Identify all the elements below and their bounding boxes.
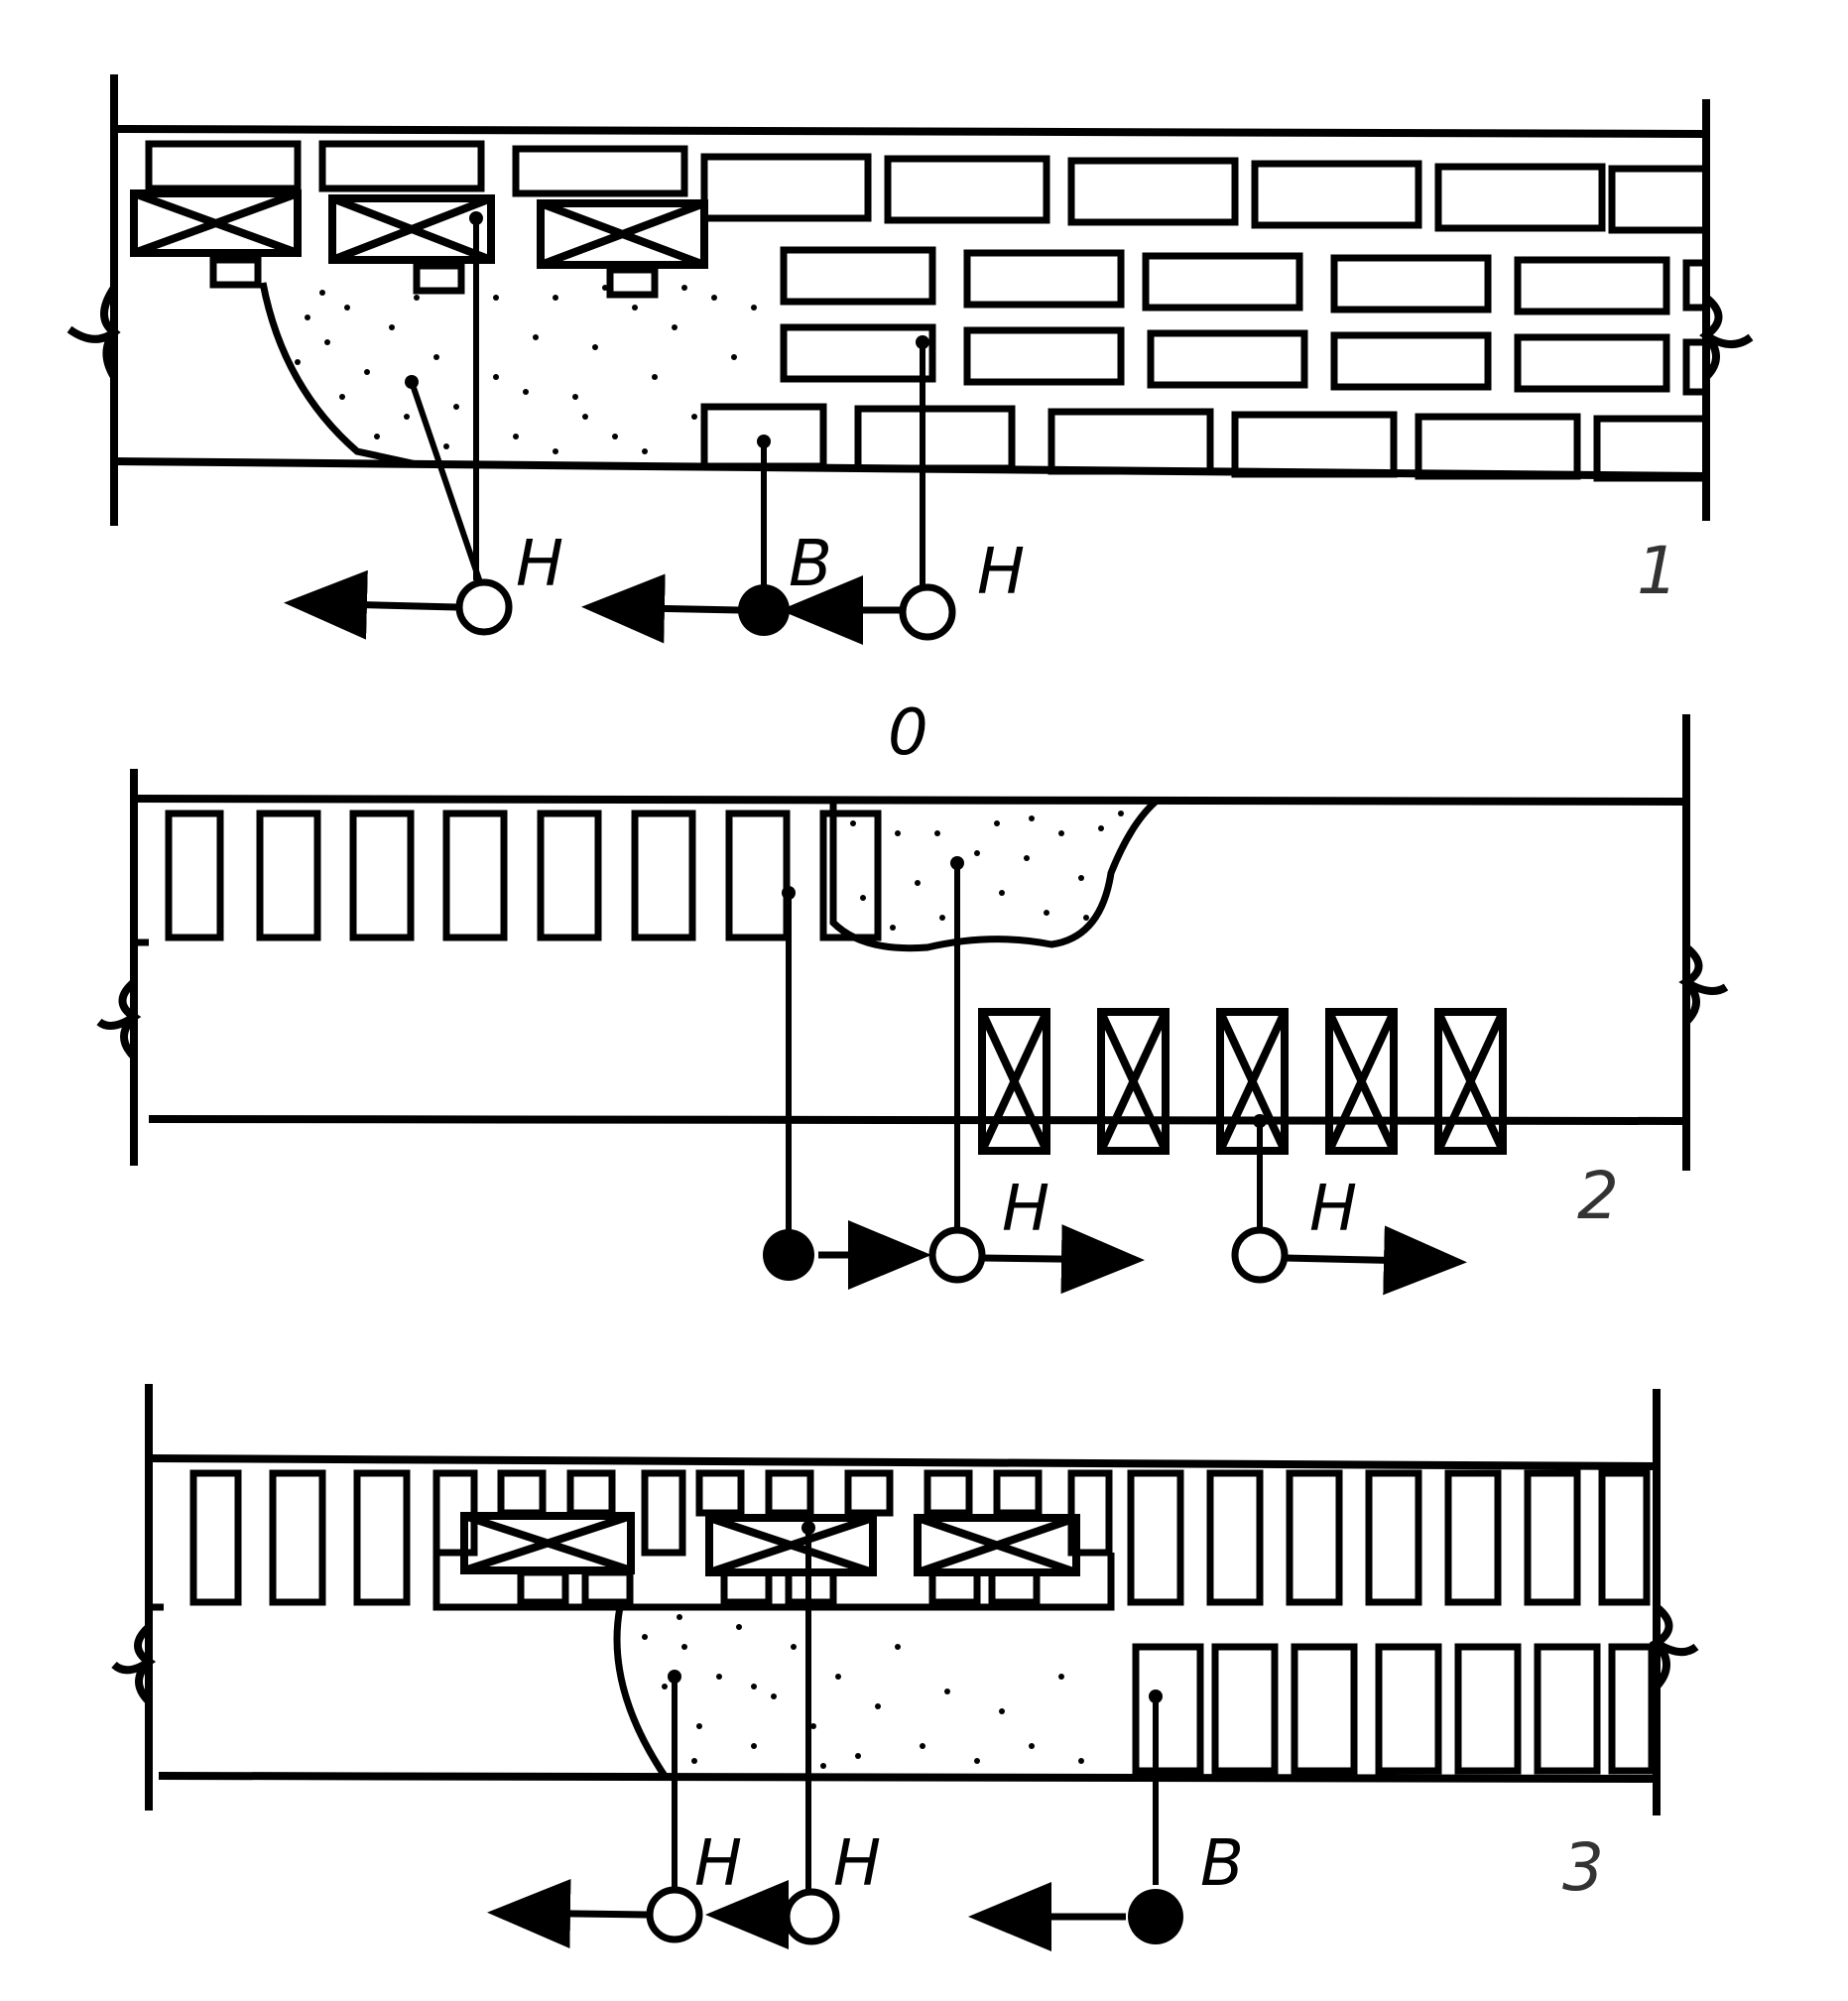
- panel-3-leaders: [672, 1528, 1159, 1890]
- panel-3-top-line: [148, 1454, 1658, 1470]
- panel-3-open-node-2: [783, 1888, 840, 1945]
- panel-3-bottom-line: [158, 1772, 1658, 1783]
- panel-2-bricks: [130, 799, 882, 946]
- panel-1-crossed-blocks: [130, 189, 708, 269]
- panel-1: [66, 74, 1754, 526]
- panel-1-top-line: [113, 125, 1707, 138]
- panel-1-bottom-bricks: [700, 403, 1710, 482]
- panel-1-filled-node: [738, 584, 790, 636]
- panel-3-open-node-1: [646, 1886, 703, 1943]
- panel-1-arrow-left: [284, 569, 457, 640]
- panel-3-filled-node: [1128, 1889, 1183, 1944]
- panel-3-left-break: [111, 1624, 157, 1704]
- panel-1-open-node-1: [455, 578, 513, 636]
- panel-1-label-b: В: [789, 528, 832, 601]
- panel-2-open-node-1: [928, 1226, 986, 1284]
- panel-1-middle-bricks: [780, 246, 1710, 396]
- panel-1-connectors: [209, 256, 659, 299]
- panel-1-stipple-outline: [259, 282, 418, 468]
- panel-2-label-h2: Н: [1309, 1173, 1357, 1246]
- panel-3-number: 3: [1562, 1829, 1604, 1906]
- panel-2-arrow-3: [1284, 1225, 1467, 1296]
- panel-1-number: 1: [1637, 533, 1678, 609]
- panel-2-arrow-2: [981, 1224, 1145, 1295]
- panel-3-label-h2: Н: [833, 1827, 881, 1901]
- panel-3-leader-dots: [668, 1521, 1163, 1703]
- panel-2-stipple-outline: [829, 799, 1159, 952]
- panel-1-leaders: [409, 218, 925, 600]
- panel-1-leader-dots: [405, 211, 929, 448]
- panel-3-stipple-outline: [613, 1606, 668, 1778]
- center-label: 0: [888, 696, 928, 770]
- panel-3-crossed-blocks: [460, 1512, 1080, 1576]
- panel-2-leaders: [786, 863, 1263, 1235]
- panel-1-left-break: [66, 285, 121, 380]
- panel-3-label-b: В: [1200, 1827, 1244, 1901]
- panel-1-stipple: [295, 285, 757, 454]
- panel-1-label-h2: Н: [977, 536, 1025, 609]
- panel-1-top-bricks: [145, 140, 1710, 234]
- panel-3-stipple: [642, 1614, 1084, 1769]
- panel-2-bottom-line: [148, 1115, 1687, 1125]
- panel-2-top-line: [133, 795, 1687, 806]
- panel-1-right-break: [1699, 294, 1754, 380]
- panel-3-label-h1: Н: [694, 1827, 742, 1901]
- panel-1-open-node-2: [899, 583, 956, 641]
- panel-1-label-h1: Н: [516, 528, 563, 601]
- panel-2: [96, 714, 1729, 1171]
- panel-3-upper-bricks: [145, 1458, 1651, 1611]
- panel-3-arrow-left: [487, 1878, 648, 1948]
- panel-3: [111, 1384, 1699, 1815]
- panel-3-right-break: [1649, 1603, 1699, 1689]
- panel-3-lower-bricks: [1132, 1643, 1656, 1775]
- panel-2-left-break: [96, 978, 142, 1060]
- panel-2-crossed-blocks: [978, 1008, 1507, 1155]
- panel-2-label-h1: Н: [1002, 1173, 1049, 1246]
- panel-2-leader-dots: [782, 856, 1267, 1128]
- panel-1-arrow-middle: [581, 573, 740, 644]
- panel-2-right-break: [1678, 943, 1729, 1025]
- panel-2-filled-node: [763, 1229, 814, 1281]
- panel-2-open-node-2: [1231, 1226, 1289, 1284]
- panel-2-number: 2: [1577, 1158, 1619, 1234]
- panel-2-stipple: [850, 811, 1124, 931]
